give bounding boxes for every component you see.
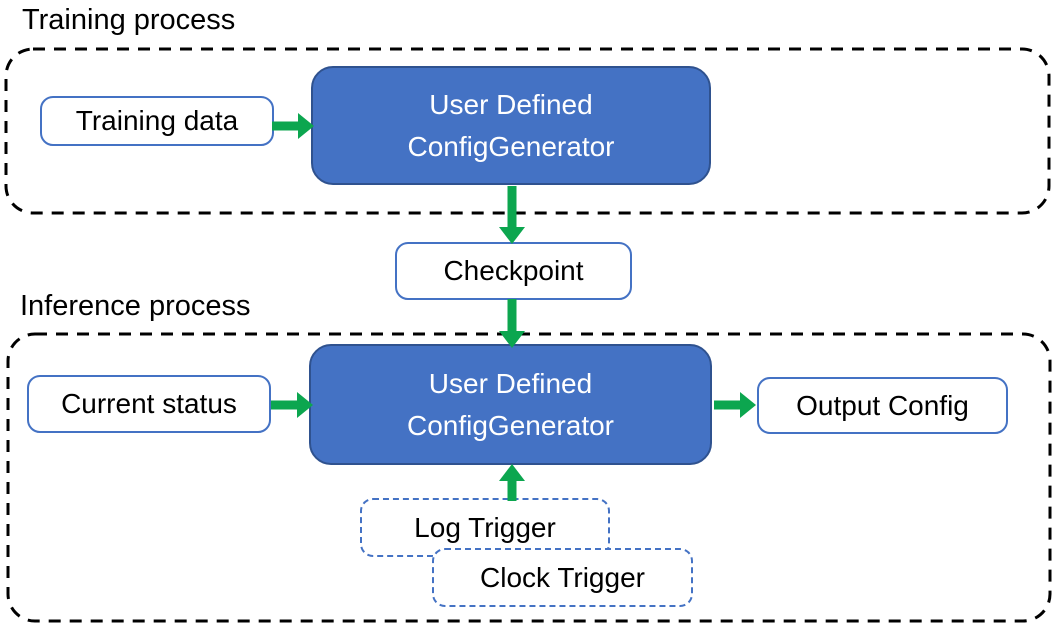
arrow-current-status-to-generator-icon bbox=[271, 392, 313, 418]
arrow-training-data-to-generator-icon bbox=[272, 113, 314, 139]
training-process-label: Training process bbox=[22, 4, 236, 36]
arrow-generator-to-checkpoint-icon bbox=[499, 186, 525, 244]
arrow-generator-to-output-config-icon bbox=[714, 392, 756, 418]
checkpoint-box: Checkpoint bbox=[395, 242, 632, 300]
output-config-box: Output Config bbox=[757, 377, 1008, 434]
training-process-container bbox=[4, 47, 1051, 215]
training-config-generator-box: User Defined ConfigGenerator bbox=[311, 66, 711, 185]
inference-process-container bbox=[6, 332, 1052, 623]
inference-process-label: Inference process bbox=[20, 290, 251, 322]
inference-config-generator-box: User Defined ConfigGenerator bbox=[309, 344, 712, 465]
arrow-checkpoint-to-inference-generator-icon bbox=[499, 299, 525, 348]
current-status-box: Current status bbox=[27, 375, 271, 433]
arrow-log-trigger-to-generator-icon bbox=[499, 464, 525, 501]
training-data-box: Training data bbox=[40, 96, 274, 146]
log-trigger-box: Log Trigger bbox=[360, 498, 610, 557]
clock-trigger-box: Clock Trigger bbox=[432, 548, 693, 607]
